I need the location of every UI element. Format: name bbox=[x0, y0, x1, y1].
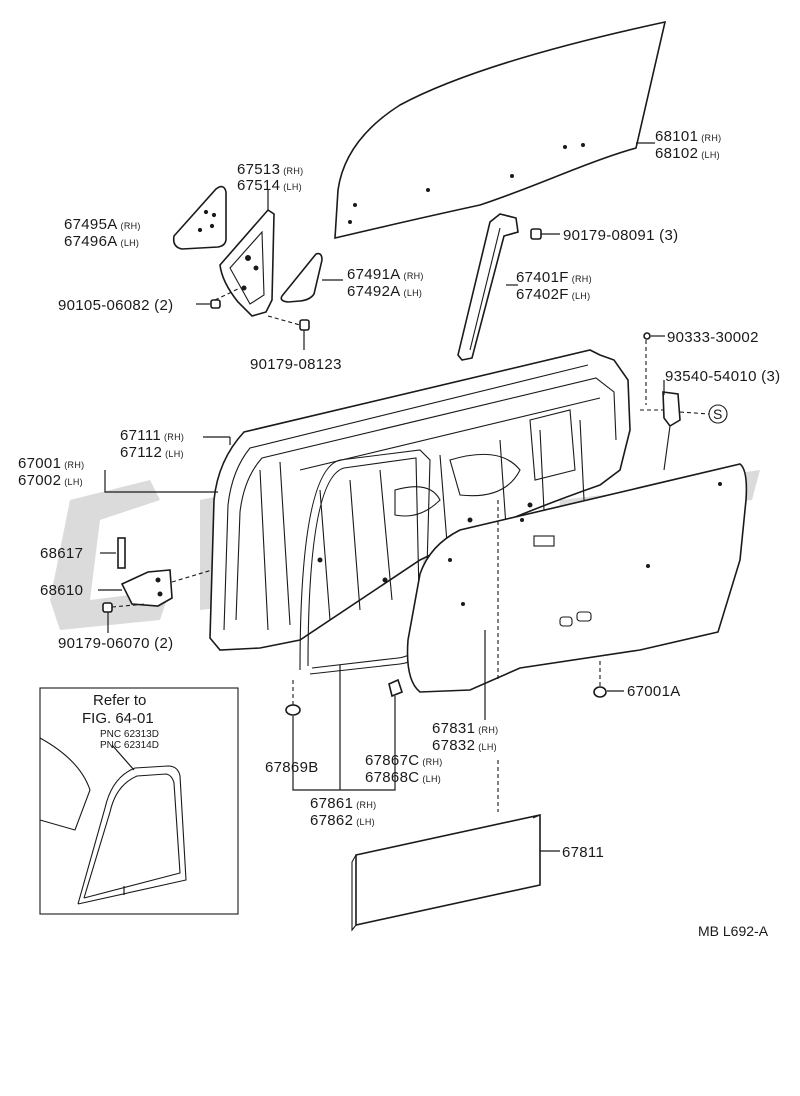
corner-glass-part bbox=[280, 252, 343, 303]
label-67861-suffix: (RH) bbox=[356, 800, 376, 810]
fastener-90179-08091 bbox=[530, 228, 560, 240]
label-67811: 67811 bbox=[562, 844, 604, 861]
clip-67867C bbox=[388, 678, 403, 760]
svg-text:67401F(RH): 67401F(RH) bbox=[516, 269, 592, 286]
svg-text:67868C(LH): 67868C(LH) bbox=[365, 769, 441, 786]
label-67001A: 67001A bbox=[627, 683, 681, 700]
refer-pnc2-text: PNC 62314D bbox=[100, 740, 159, 751]
grommet-67001A bbox=[593, 660, 624, 698]
refer-fig-text: FIG. 64-01 bbox=[82, 710, 154, 727]
label-67514: 67514 bbox=[237, 177, 280, 194]
label-67112: 67112 bbox=[120, 444, 162, 461]
door-hinge-part bbox=[98, 537, 213, 633]
svg-text:68102(LH): 68102(LH) bbox=[655, 145, 720, 162]
label-67492A-suffix: (LH) bbox=[404, 288, 423, 298]
label-67868C: 67868C bbox=[365, 769, 419, 786]
label-67001-suffix: (RH) bbox=[64, 460, 84, 470]
label-67868C-suffix: (LH) bbox=[422, 774, 441, 784]
label-67831-suffix: (RH) bbox=[478, 725, 498, 735]
svg-text:67002(LH): 67002(LH) bbox=[18, 472, 83, 489]
fastener-90105-06082 bbox=[196, 287, 241, 309]
label-68101: 68101 bbox=[655, 128, 698, 145]
label-67495A-suffix: (RH) bbox=[121, 221, 141, 231]
svg-text:67492A(LH): 67492A(LH) bbox=[347, 283, 422, 300]
label-67491A: 67491A bbox=[347, 266, 401, 283]
svg-text:67514(LH): 67514(LH) bbox=[237, 177, 302, 194]
service-hole-cover-part bbox=[351, 500, 560, 932]
label-67491A-suffix: (RH) bbox=[404, 271, 424, 281]
label-67111: 67111 bbox=[120, 427, 161, 444]
label-67001: 67001 bbox=[18, 455, 61, 472]
label-67513-suffix: (RH) bbox=[283, 166, 303, 176]
label-90179-06070: 90179-06070 (2) bbox=[58, 635, 173, 652]
part-labels: 68101(RH) 68102(LH) 67513(RH) 67514(LH) … bbox=[18, 128, 780, 939]
label-67862: 67862 bbox=[310, 812, 353, 829]
leader-lines bbox=[104, 436, 486, 791]
label-67002-suffix: (LH) bbox=[64, 477, 83, 487]
label-90105-06082: 90105-06082 (2) bbox=[58, 297, 173, 314]
door-trim-board-part bbox=[406, 463, 748, 693]
label-67492A: 67492A bbox=[347, 283, 401, 300]
label-67867C-suffix: (RH) bbox=[422, 757, 442, 767]
s-symbol: S bbox=[713, 406, 722, 422]
label-67513: 67513 bbox=[237, 161, 280, 178]
label-67862-suffix: (LH) bbox=[356, 817, 375, 827]
svg-text:67861(RH): 67861(RH) bbox=[310, 795, 376, 812]
reference-inset bbox=[39, 687, 239, 915]
label-67495A: 67495A bbox=[64, 216, 118, 233]
label-68610: 68610 bbox=[40, 582, 83, 599]
svg-text:67112(LH): 67112(LH) bbox=[120, 444, 184, 461]
refer-to-text: Refer to bbox=[93, 692, 146, 709]
diagram-code: MB L692-A bbox=[698, 923, 769, 939]
label-68102-suffix: (LH) bbox=[701, 150, 720, 160]
svg-text:67831(RH): 67831(RH) bbox=[432, 720, 498, 737]
label-90179-08123: 90179-08123 bbox=[250, 356, 342, 373]
label-67831: 67831 bbox=[432, 720, 475, 737]
label-67869B: 67869B bbox=[265, 759, 319, 776]
label-67861: 67861 bbox=[310, 795, 353, 812]
label-67402F: 67402F bbox=[516, 286, 569, 303]
svg-text:67495A(RH): 67495A(RH) bbox=[64, 216, 141, 233]
svg-text:67832(LH): 67832(LH) bbox=[432, 737, 497, 754]
label-67867C: 67867C bbox=[365, 752, 419, 769]
svg-text:67496A(LH): 67496A(LH) bbox=[64, 233, 139, 250]
svg-text:67513(RH): 67513(RH) bbox=[237, 161, 303, 178]
label-67112-suffix: (LH) bbox=[165, 449, 184, 459]
svg-text:67111(RH): 67111(RH) bbox=[120, 427, 184, 444]
label-93540-54010: 93540-54010 (3) bbox=[665, 368, 780, 385]
label-67496A-suffix: (LH) bbox=[121, 238, 140, 248]
label-68102: 68102 bbox=[655, 145, 698, 162]
front-quarter-glass-part bbox=[172, 185, 227, 250]
window-run-channel-part bbox=[457, 213, 519, 361]
refer-pnc1-text: PNC 62313D bbox=[100, 729, 159, 740]
label-67832-suffix: (LH) bbox=[478, 742, 497, 752]
svg-text:67867C(RH): 67867C(RH) bbox=[365, 752, 443, 769]
svg-text:68101(RH): 68101(RH) bbox=[655, 128, 721, 145]
label-67401F-suffix: (RH) bbox=[572, 274, 592, 284]
label-67514-suffix: (LH) bbox=[283, 182, 302, 192]
fastener-90333-30002 bbox=[643, 332, 665, 340]
clip-67869B bbox=[285, 680, 301, 760]
label-67111-suffix: (RH) bbox=[164, 432, 184, 442]
door-glass-part bbox=[334, 20, 667, 240]
label-90333-30002: 90333-30002 bbox=[667, 329, 759, 346]
label-68617: 68617 bbox=[40, 545, 83, 562]
front-sash-part bbox=[219, 190, 275, 317]
label-67832: 67832 bbox=[432, 737, 475, 754]
svg-text:67001(RH): 67001(RH) bbox=[18, 455, 84, 472]
label-67002: 67002 bbox=[18, 472, 61, 489]
stay-bracket-part bbox=[640, 340, 728, 471]
label-90179-08091: 90179-08091 (3) bbox=[563, 227, 678, 244]
label-68101-suffix: (RH) bbox=[701, 133, 721, 143]
label-67401F: 67401F bbox=[516, 269, 569, 286]
svg-text:67402F(LH): 67402F(LH) bbox=[516, 286, 590, 303]
svg-text:67862(LH): 67862(LH) bbox=[310, 812, 375, 829]
label-67496A: 67496A bbox=[64, 233, 118, 250]
fastener-90179-08123 bbox=[267, 315, 310, 350]
svg-text:67491A(RH): 67491A(RH) bbox=[347, 266, 424, 283]
label-67402F-suffix: (LH) bbox=[572, 291, 591, 301]
